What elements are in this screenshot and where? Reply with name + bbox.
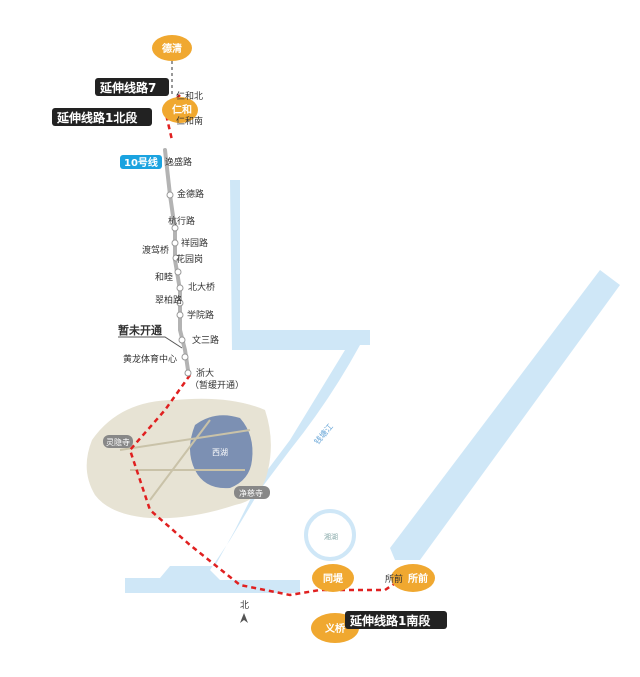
- station-dujiaqiao-label: 渡驾桥: [142, 244, 169, 256]
- station-wensan-rd-label: 文三路: [192, 334, 219, 346]
- station-dot[interactable]: [174, 268, 182, 276]
- tag-not-open-leader: [118, 336, 183, 349]
- station-cuibai-rd-label: 翠柏路: [155, 294, 182, 306]
- hub-tongti-circle: [312, 564, 354, 592]
- north-arrow-icon: [240, 613, 248, 623]
- hub-renhe[interactable]: 仁和: [162, 97, 198, 123]
- station-dot[interactable]: [181, 353, 189, 361]
- hub-tongti[interactable]: 同堤: [312, 564, 354, 592]
- hub-suoqian[interactable]: 所前: [391, 564, 435, 592]
- xianghu-ring: [304, 509, 356, 561]
- jingci-label: 净慈寺: [239, 488, 263, 498]
- lingyin-label: 灵隐寺: [106, 437, 130, 447]
- station-jinde-rd-label: 金德路: [177, 188, 204, 200]
- scenic-roads: [119, 419, 251, 501]
- station-dots: [166, 191, 192, 377]
- station-suoqian-label: 所前: [385, 573, 403, 585]
- north-arrow: 北: [240, 600, 249, 623]
- station-dot[interactable]: [178, 336, 186, 344]
- station-dot[interactable]: [171, 224, 179, 232]
- station-renhe-south-label: 仁和南: [176, 115, 203, 127]
- hub-deqing[interactable]: 德清: [152, 35, 192, 61]
- landmark-lingyin: 灵隐寺: [103, 435, 133, 448]
- scenic-area: [86, 398, 271, 519]
- hub-suoqian-label: 所前: [408, 572, 428, 585]
- station-dot[interactable]: [184, 369, 192, 377]
- hub-suoqian-circle: [391, 564, 435, 592]
- line10-badge-box: [120, 155, 162, 169]
- tag-ext7[interactable]: 延伸线路7: [95, 78, 169, 96]
- landmark-jingci: 净慈寺: [234, 486, 270, 499]
- station-huanglong-label: 黄龙体育中心: [123, 353, 177, 365]
- north-label: 北: [240, 600, 249, 611]
- tag-not-open: 暂未开通: [118, 323, 183, 349]
- station-beidaqiao-label: 北大桥: [188, 281, 215, 293]
- qiantang-river: [125, 180, 370, 593]
- station-dot[interactable]: [176, 284, 184, 292]
- qiantang-river-mouth: [390, 270, 620, 560]
- station-dot[interactable]: [166, 191, 174, 199]
- station-huayuangang-label: 花园岗: [176, 253, 203, 265]
- station-hemu-label: 和睦: [155, 271, 173, 283]
- jingci-badge: [234, 486, 270, 499]
- hub-renhe-circle: [162, 97, 198, 123]
- hub-deqing-circle: [152, 35, 192, 61]
- station-renhe-north-label: 仁和北: [176, 90, 203, 102]
- hub-yiqiao-label: 义桥: [325, 622, 346, 635]
- station-dot[interactable]: [172, 254, 180, 262]
- tag-ext1-south[interactable]: 延伸线路1南段: [345, 611, 447, 629]
- line10-badge[interactable]: 10号线: [120, 155, 162, 169]
- station-dot[interactable]: [176, 311, 184, 319]
- station-yisheng-rd-label: 逸盛路: [165, 156, 192, 168]
- west-lake-label: 西湖: [212, 448, 228, 457]
- tag-not-open-label: 暂未开通: [118, 323, 162, 337]
- hub-tongti-label: 同堤: [323, 572, 344, 585]
- tag-ext7-box: [95, 78, 169, 96]
- extension-route: [128, 374, 401, 597]
- station-xueyuan-rd-label: 学院路: [187, 309, 214, 321]
- station-hangxing-rd-label: 杭行路: [168, 215, 195, 227]
- qiantang-label: 钱塘江: [312, 421, 335, 446]
- tag-ext1-south-box: [345, 611, 447, 629]
- line10-badge-label: 10号线: [124, 156, 158, 169]
- station-dot[interactable]: [176, 299, 184, 307]
- tag-ext1-north-label: 延伸线路1北段: [56, 110, 138, 125]
- tag-ext1-north-box: [52, 108, 152, 126]
- hub-deqing-label: 德清: [161, 42, 182, 55]
- station-xiangyuan-rd-label: 祥园路: [181, 237, 208, 249]
- tag-ext7-label: 延伸线路7: [99, 80, 156, 95]
- station-zheda-label: 浙大: [196, 367, 214, 379]
- lingyin-badge: [103, 435, 133, 448]
- station-dot[interactable]: [171, 239, 179, 247]
- tag-ext1-north[interactable]: 延伸线路1北段: [52, 108, 152, 126]
- station-zheda-note: （暂缓开通）: [190, 379, 244, 391]
- hub-renhe-label: 仁和: [172, 103, 192, 116]
- tag-ext1-south-label: 延伸线路1南段: [349, 613, 431, 628]
- xianghu-label: 湘湖: [324, 532, 338, 541]
